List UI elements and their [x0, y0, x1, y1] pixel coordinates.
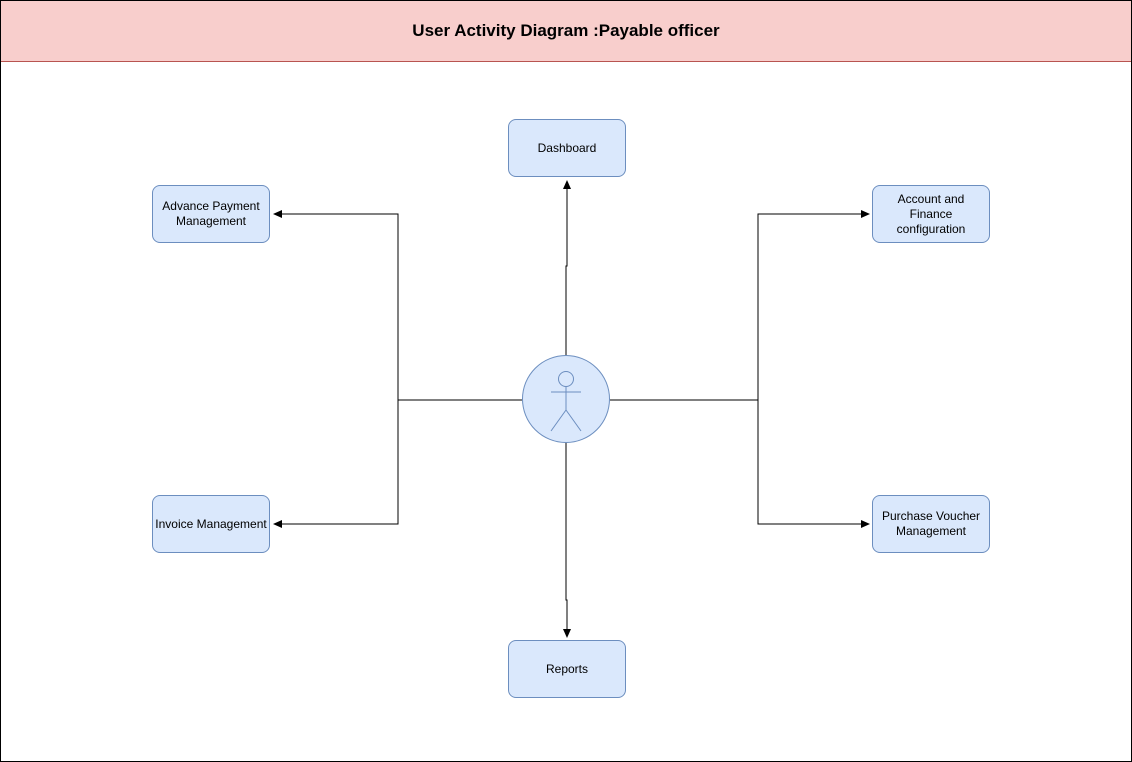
connector-to-account-finance [757, 210, 870, 400]
user-stick-figure-icon [550, 371, 582, 432]
connector-to-dashboard [563, 180, 571, 355]
node-purchase-voucher-label: Purchase Voucher Management [881, 509, 981, 538]
node-invoice-label: Invoice Management [155, 516, 267, 531]
connector-to-advance-payment [273, 210, 399, 400]
actor-payable-officer[interactable] [522, 355, 610, 443]
node-advance-payment-management[interactable]: Advance Payment Management [152, 185, 270, 243]
node-dashboard-label: Dashboard [537, 140, 597, 155]
diagram-header: User Activity Diagram :Payable officer [1, 1, 1131, 62]
diagram-title: User Activity Diagram :Payable officer [412, 21, 720, 40]
node-advance-payment-label: Advance Payment Management [162, 199, 260, 228]
node-account-finance-configuration[interactable]: Account and Finance configuration [872, 185, 990, 243]
node-reports[interactable]: Reports [508, 640, 626, 698]
node-account-finance-label: Account and Finance configuration [896, 191, 966, 236]
node-invoice-management[interactable]: Invoice Management [152, 495, 270, 553]
connector-to-reports [563, 443, 571, 638]
connector-to-purchase-voucher [757, 400, 870, 528]
connector-to-invoice [273, 400, 399, 528]
node-purchase-voucher-management[interactable]: Purchase Voucher Management [872, 495, 990, 553]
node-dashboard[interactable]: Dashboard [508, 119, 626, 177]
node-reports-label: Reports [545, 661, 589, 676]
